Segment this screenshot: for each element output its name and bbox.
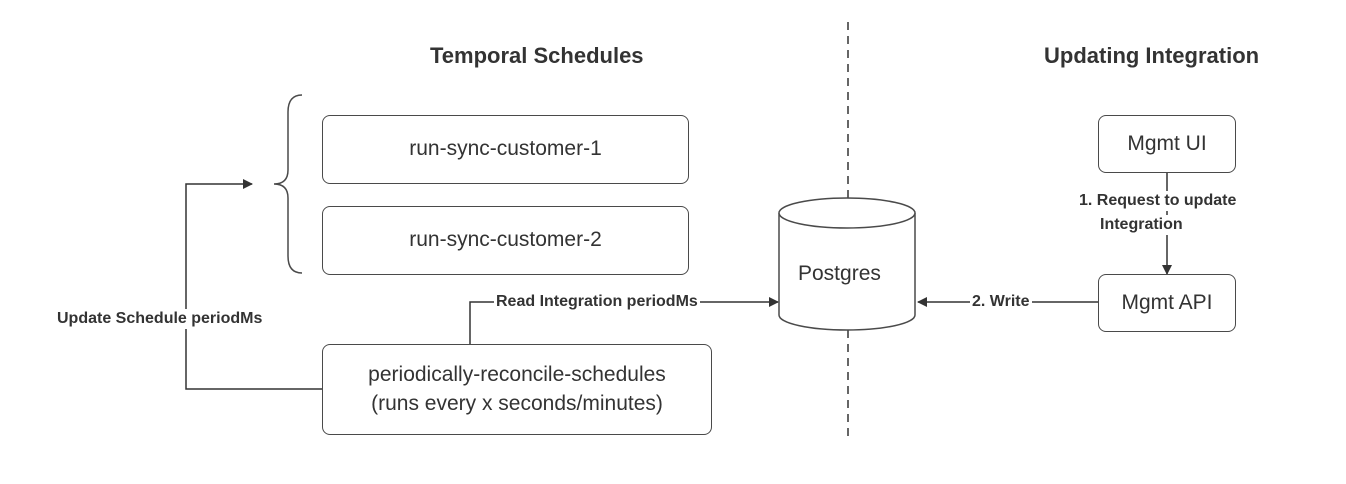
- read-integration-label: Read Integration periodMs: [494, 292, 700, 312]
- mgmt-api-node: Mgmt API: [1098, 274, 1236, 332]
- mgmt-ui-label: Mgmt UI: [1127, 131, 1207, 155]
- schedule-node-customer-1: run-sync-customer-1: [322, 115, 689, 184]
- update-schedule-arrow: [185, 179, 322, 390]
- mgmt-api-label: Mgmt API: [1121, 290, 1213, 314]
- request-label-line2: Integration: [1100, 215, 1183, 235]
- schedule-node-customer-2: run-sync-customer-2: [322, 206, 689, 275]
- temporal-schedules-title: Temporal Schedules: [430, 43, 644, 68]
- request-label-line1: 1. Request to update: [1079, 191, 1237, 211]
- reconcile-schedules-node: periodically-reconcile-schedules (runs e…: [322, 344, 712, 435]
- update-schedule-label: Update Schedule periodMs: [57, 309, 263, 329]
- postgres-label: Postgres: [798, 262, 881, 285]
- postgres-cylinder: [778, 197, 916, 331]
- updating-integration-title: Updating Integration: [1044, 43, 1260, 68]
- reconcile-node-subtitle: (runs every x seconds/minutes): [371, 391, 663, 415]
- write-label: 2. Write: [970, 292, 1032, 312]
- reconcile-node-title: periodically-reconcile-schedules: [368, 363, 666, 387]
- schedule-node-label: run-sync-customer-1: [409, 137, 602, 161]
- schedule-node-label: run-sync-customer-2: [409, 228, 602, 252]
- mgmt-ui-node: Mgmt UI: [1098, 115, 1236, 173]
- schedule-group-brace: [273, 94, 303, 274]
